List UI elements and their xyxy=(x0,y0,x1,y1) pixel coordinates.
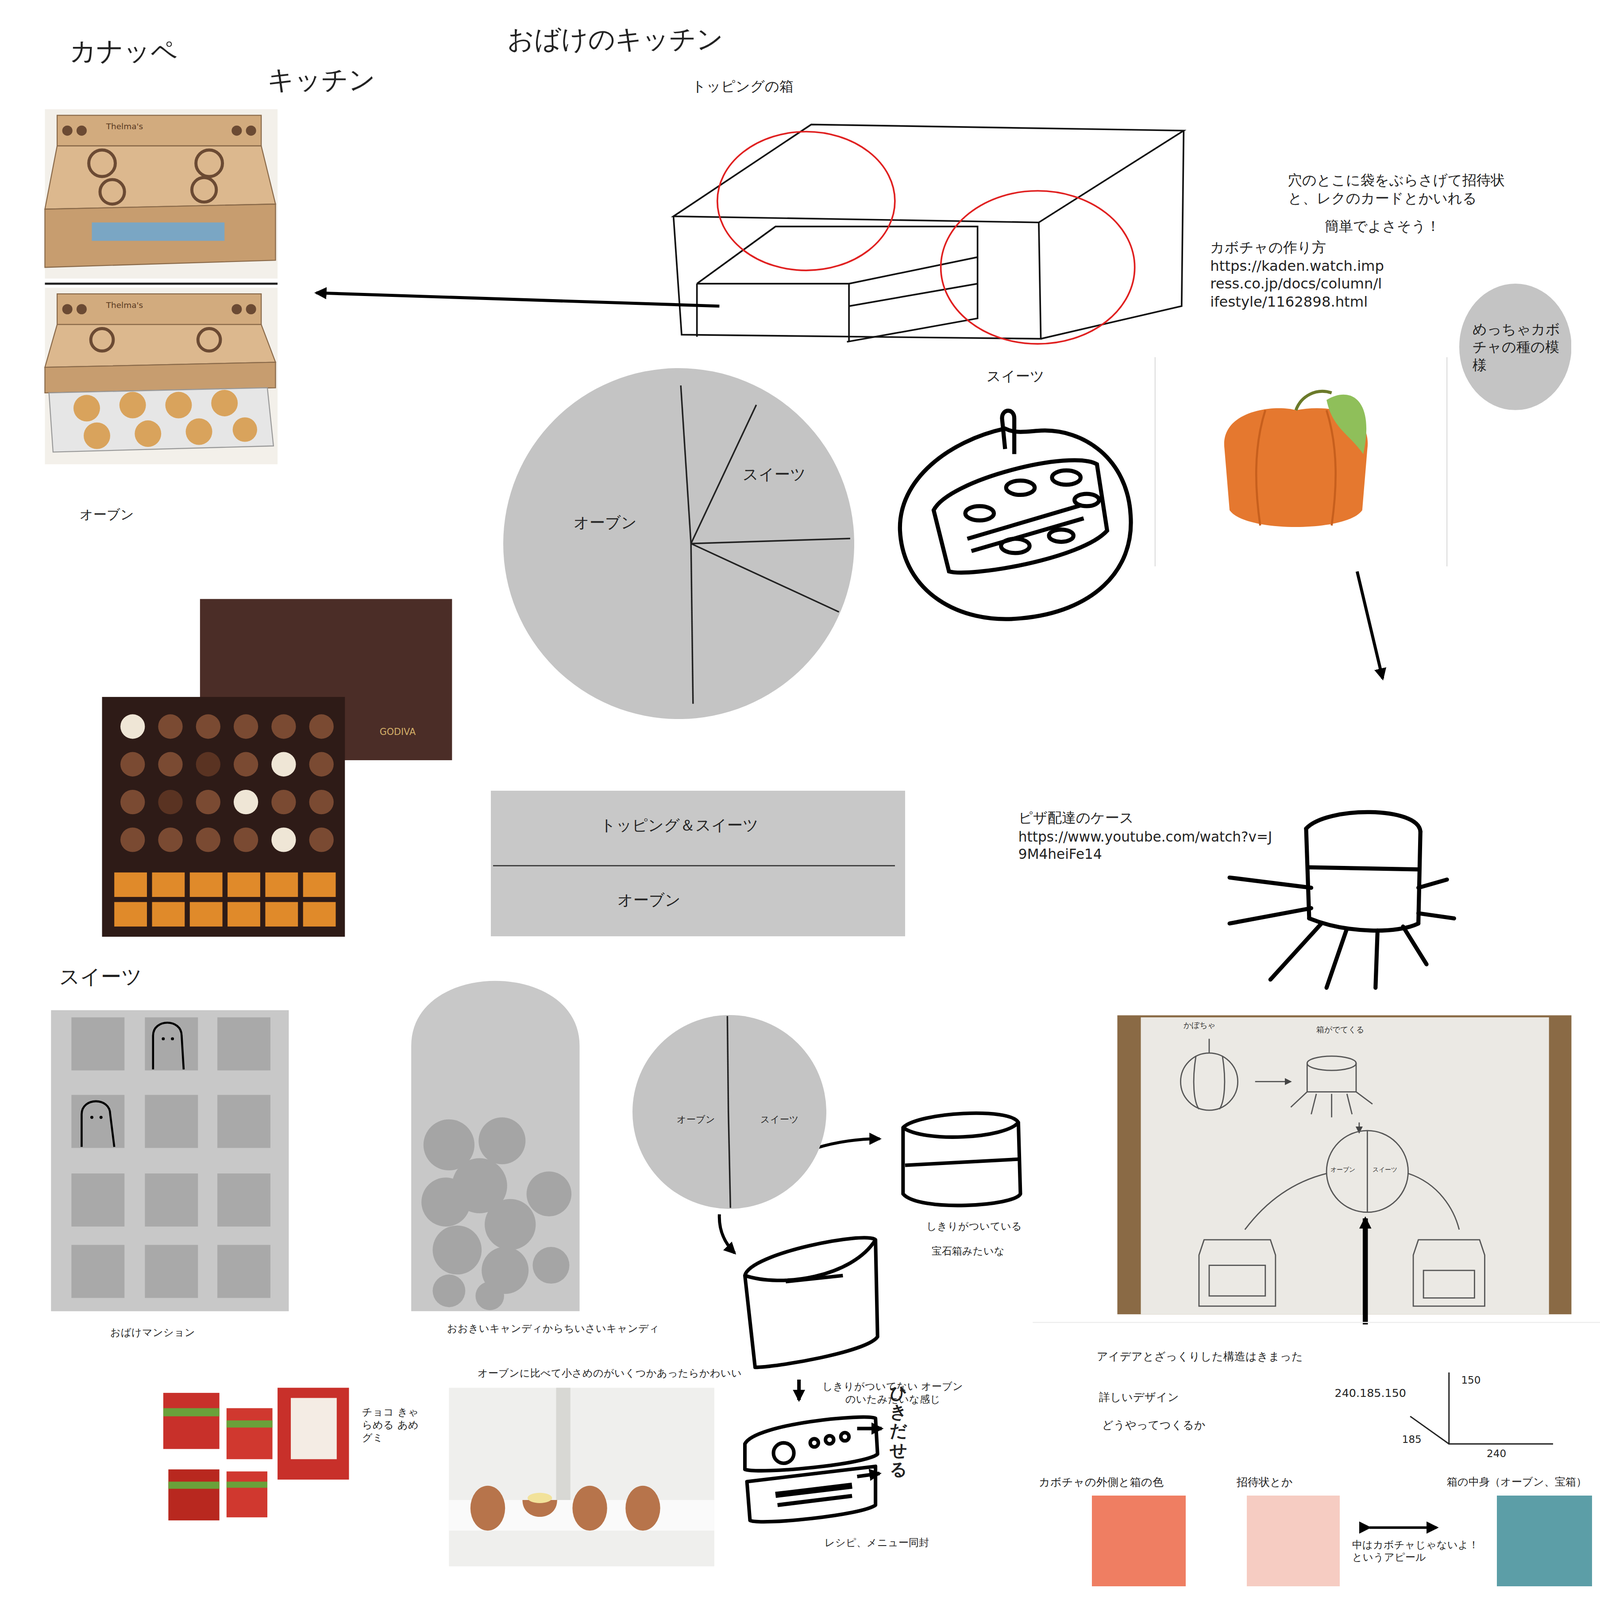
note-text: チョコ きゃらめる あめ グミ xyxy=(362,1406,422,1445)
oven-box-photo xyxy=(44,287,278,465)
legend-text: 招待状とか xyxy=(1236,1475,1293,1490)
url-text: https://kaden.watch.impress.co.jp/docs/c… xyxy=(1210,257,1386,311)
note-text: 詳しいデザイン xyxy=(1098,1390,1180,1405)
note-text: オーブン xyxy=(79,506,135,523)
node-text: オーブン xyxy=(573,513,637,533)
sketch-text: かぼちゃ xyxy=(1183,1020,1216,1031)
node-text: めっちゃカボチャの種の模様 xyxy=(1472,320,1561,374)
pumpkin-box-photo xyxy=(1224,391,1368,528)
pie-chart: オーブン スイーツ xyxy=(503,368,855,720)
legend-swatch xyxy=(1091,1495,1186,1587)
pie-chart: オーブン スイーツ xyxy=(632,1015,827,1210)
brand-text: Thelma's xyxy=(106,121,143,132)
dimension: 240 xyxy=(1486,1447,1507,1461)
note-text: 中はカボチャじゃないよ！というアピール xyxy=(1352,1538,1481,1565)
oval-note: めっちゃカボチャの種の模様 xyxy=(1459,283,1572,411)
topping-box-sketch xyxy=(673,124,1184,342)
handwritten-note: ひきだせる xyxy=(889,1383,907,1479)
brand-text: Thelma's xyxy=(106,300,143,311)
chocolate-box-photo xyxy=(102,599,453,937)
url-text: https://www.youtube.com/watch?v=J9M4heiF… xyxy=(1018,828,1276,864)
sketch-text: 箱がでてくる xyxy=(1316,1024,1365,1035)
pie-shape xyxy=(632,1015,827,1210)
note-text: おおきいキャンディからちいさいキャンディ xyxy=(447,1322,660,1336)
sketch-text: スイーツ xyxy=(1372,1166,1398,1174)
sketch-text: オーブン xyxy=(1330,1166,1356,1174)
ghost-mansion xyxy=(50,1010,289,1312)
note-text: レシピ、メニュー同封 xyxy=(824,1536,930,1550)
note-text: オーブンに比べて小さめのがいくつかあったらかわいい xyxy=(477,1367,742,1381)
note-text: 穴のとこに袋をぶらさげて招待状と、レクのカードとかいれる xyxy=(1287,171,1515,208)
sketch-photo xyxy=(1117,1015,1572,1315)
note-text: ピザ配達のケース xyxy=(1018,809,1134,827)
legend-text: カボチャの外側と箱の色 xyxy=(1038,1475,1164,1490)
dimension: 185 xyxy=(1402,1433,1422,1447)
pumpkin-sketch xyxy=(899,410,1131,620)
heading: キッチン xyxy=(267,63,376,97)
oven-box-photo xyxy=(44,109,278,279)
dimension: 240.185.150 xyxy=(1334,1386,1407,1401)
legend-text: 箱の中身（オーブン、宝箱） xyxy=(1446,1475,1587,1489)
note-text: おばけマンション xyxy=(110,1326,196,1340)
note-text: トッピングの箱 xyxy=(691,77,794,96)
node-text: スイーツ xyxy=(760,1114,799,1126)
note-text: カボチャの作り方 xyxy=(1210,238,1327,257)
note-text: どうやってつくるか xyxy=(1102,1418,1206,1433)
brand-text: GODIVA xyxy=(379,726,417,739)
dimension: 150 xyxy=(1461,1374,1481,1388)
pie-shape xyxy=(503,368,855,720)
heading: カナッペ xyxy=(69,34,178,68)
note-text: しきりがついている xyxy=(926,1220,1022,1234)
divider-line xyxy=(493,865,895,867)
egg-cups-photo xyxy=(448,1387,714,1567)
node-text: オーブン xyxy=(617,890,681,910)
note-text: 宝石箱みたいな xyxy=(931,1245,1005,1258)
title: おばけのキッチン xyxy=(507,22,724,56)
node-text: オーブン xyxy=(676,1114,716,1126)
node-text: スイーツ xyxy=(742,465,806,485)
legend-swatch xyxy=(1246,1495,1340,1587)
candy-box xyxy=(411,981,580,1312)
note-text: アイデアとざっくりした構造はきまった xyxy=(1096,1349,1304,1365)
split-band: トッピング＆スイーツオーブン xyxy=(490,790,906,937)
legend-swatch xyxy=(1496,1495,1592,1587)
heading: スイーツ xyxy=(59,964,143,991)
note-text: 簡単でよさそう！ xyxy=(1324,217,1441,236)
node-text: トッピング＆スイーツ xyxy=(600,816,759,836)
note-text: スイーツ xyxy=(986,367,1045,386)
apple-boxes-photo xyxy=(163,1387,350,1521)
